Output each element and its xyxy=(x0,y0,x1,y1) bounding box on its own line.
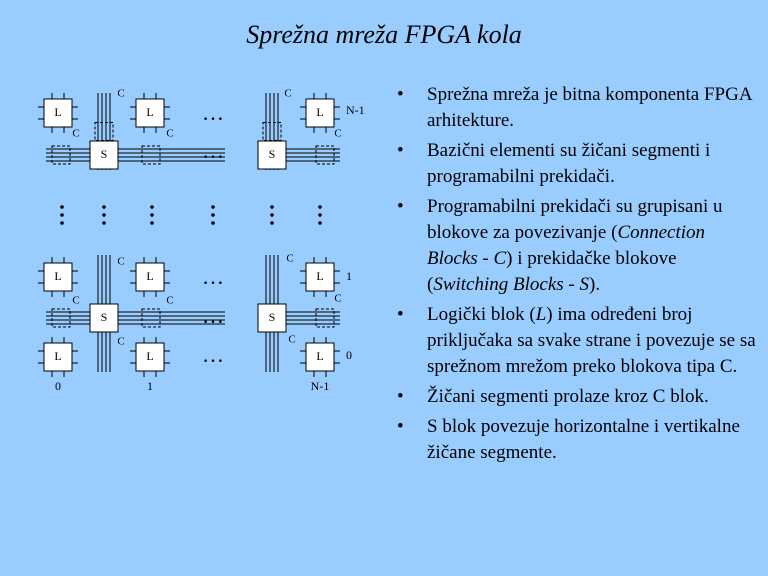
vertical-ellipsis-dot xyxy=(318,221,322,225)
switch-block xyxy=(257,303,287,333)
connection-block-label: C xyxy=(72,128,79,140)
vertical-ellipsis-dot xyxy=(102,221,106,225)
connection-block xyxy=(51,308,71,328)
column-label-last: N-1 xyxy=(311,379,330,393)
logic-block-label: L xyxy=(316,349,323,363)
connection-block-label: C xyxy=(117,88,124,100)
vertical-ellipsis-dot xyxy=(270,205,274,209)
vertical-ellipsis-dot xyxy=(60,221,64,225)
switch-block-label: S xyxy=(101,147,108,161)
connection-block xyxy=(315,308,335,328)
bullet-text: Logički blok ( xyxy=(427,304,536,325)
connection-block-label: C xyxy=(117,256,124,268)
ellipsis: … xyxy=(202,303,224,328)
switch-block-label: S xyxy=(101,310,108,324)
connection-block-label: C xyxy=(286,253,293,265)
bullet-text: Sprežna mreža je bitna komponenta FPGA a… xyxy=(427,84,752,131)
logic-block xyxy=(43,342,73,372)
vertical-ellipsis-dot xyxy=(60,213,64,217)
connection-block xyxy=(315,145,335,165)
ellipsis: … xyxy=(202,100,224,125)
switch-block xyxy=(257,140,287,170)
logic-block xyxy=(135,262,165,292)
vertical-ellipsis-dot xyxy=(102,213,106,217)
vertical-ellipsis-dot xyxy=(211,205,215,209)
connection-block-label: C xyxy=(166,128,173,140)
logic-block xyxy=(305,98,335,128)
ellipsis: … xyxy=(202,264,224,289)
bullet-text: ) ima određeni broj priključaka sa svake… xyxy=(427,304,756,377)
vertical-ellipsis-dot xyxy=(318,205,322,209)
logic-block xyxy=(305,342,335,372)
logic-block xyxy=(43,98,73,128)
bullet-item: S blok povezuje horizontalne i vertikaln… xyxy=(392,414,760,466)
switch-block xyxy=(89,303,119,333)
row-label-top: N-1 xyxy=(346,103,365,117)
bullet-text: Žičani segmenti prolaze kroz C blok. xyxy=(427,386,709,407)
connection-block-label: C xyxy=(72,295,79,307)
row-label-middle: 1 xyxy=(346,269,352,283)
bullet-item: Žičani segmenti prolaze kroz C blok. xyxy=(392,384,760,410)
logic-block xyxy=(135,98,165,128)
logic-block xyxy=(135,342,165,372)
switch-block-label: S xyxy=(269,310,276,324)
bullet-emphasis: Switching Blocks - S xyxy=(433,274,589,295)
logic-block xyxy=(305,262,335,292)
logic-block xyxy=(43,262,73,292)
vertical-ellipsis-dot xyxy=(150,221,154,225)
switch-block xyxy=(89,140,119,170)
vertical-ellipsis-dot xyxy=(270,213,274,217)
column-label-second: 1 xyxy=(147,379,153,393)
row-label-bottom: 0 xyxy=(346,348,352,362)
column-label-first: 0 xyxy=(55,379,61,393)
bullet-text: Programabilni prekidači su grupisani u b… xyxy=(427,196,723,243)
ellipsis: … xyxy=(202,342,224,367)
bullet-item: Sprežna mreža je bitna komponenta FPGA a… xyxy=(392,82,760,134)
vertical-ellipsis-dot xyxy=(318,213,322,217)
bullet-emphasis: L xyxy=(535,304,547,325)
bullet-text: ). xyxy=(589,274,601,295)
vertical-ellipsis-dot xyxy=(150,205,154,209)
logic-block-label: L xyxy=(146,349,153,363)
connection-block-label: C xyxy=(166,295,173,307)
vertical-ellipsis-dot xyxy=(150,213,154,217)
connection-block-label: C xyxy=(334,293,341,305)
bullet-item: Bazični elementi su žičani segmenti i pr… xyxy=(392,138,760,190)
connection-block xyxy=(141,308,161,328)
logic-block-label: L xyxy=(54,105,61,119)
vertical-ellipsis-dot xyxy=(211,221,215,225)
logic-block-label: L xyxy=(316,105,323,119)
connection-block xyxy=(51,145,71,165)
switch-block-label: S xyxy=(269,147,276,161)
bullet-list: Sprežna mreža je bitna komponenta FPGA a… xyxy=(392,82,760,470)
ellipsis: … xyxy=(202,138,224,163)
bullet-text: Bazični elementi su žičani segmenti i pr… xyxy=(427,140,711,187)
bullet-emphasis: Connection Blocks - C xyxy=(427,222,706,269)
bullet-text: ) i prekidačke blokove ( xyxy=(427,248,677,295)
vertical-ellipsis-dot xyxy=(102,205,106,209)
connection-block-label: C xyxy=(117,336,124,348)
logic-block-label: L xyxy=(54,269,61,283)
logic-block-label: L xyxy=(146,269,153,283)
slide-title: Sprežna mreža FPGA kola xyxy=(246,20,522,49)
vertical-ellipsis-dot xyxy=(270,221,274,225)
logic-block-label: L xyxy=(54,349,61,363)
logic-block-label: L xyxy=(316,269,323,283)
connection-block xyxy=(141,145,161,165)
bullet-item: Logički blok (L) ima određeni broj prikl… xyxy=(392,302,760,380)
bullet-text: S blok povezuje horizontalne i vertikaln… xyxy=(427,416,740,463)
logic-block-label: L xyxy=(146,105,153,119)
connection-block-label: C xyxy=(334,128,341,140)
vertical-ellipsis-dot xyxy=(60,205,64,209)
bullet-item: Programabilni prekidači su grupisani u b… xyxy=(392,194,760,298)
connection-block-label: C xyxy=(284,88,291,100)
connection-block-label: C xyxy=(288,334,295,346)
vertical-ellipsis-dot xyxy=(211,213,215,217)
